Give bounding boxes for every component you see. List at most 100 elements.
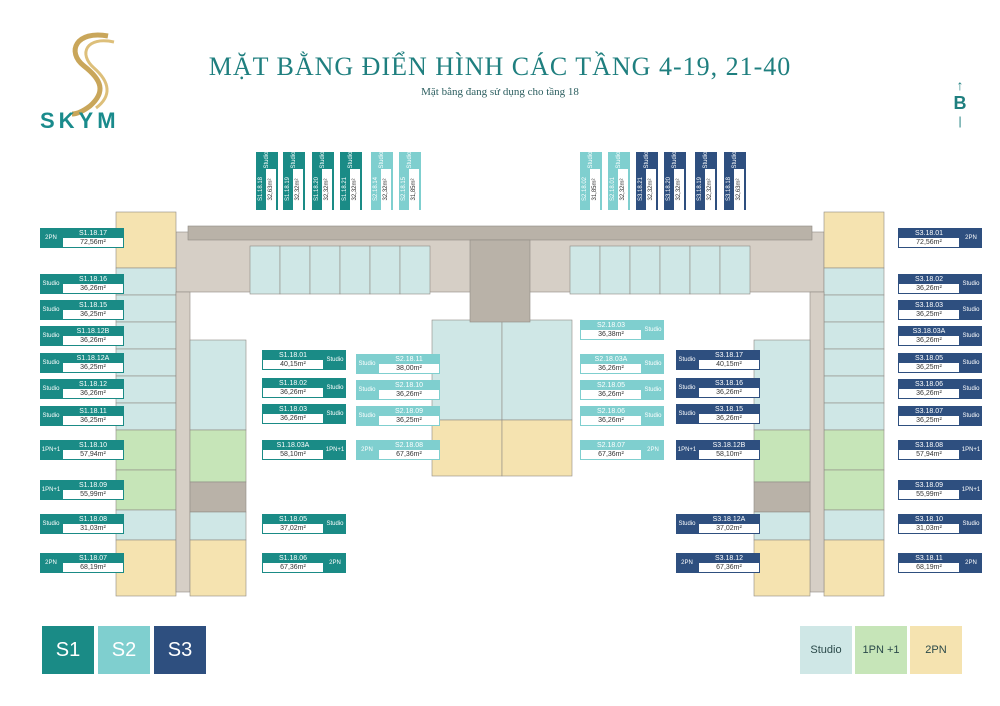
unit-area: 32,32m²	[618, 169, 628, 210]
unit-top-studio-s1s2	[279, 245, 311, 295]
unit-area: 58,10m²	[263, 450, 323, 459]
unit-area: 72,56m²	[63, 238, 123, 247]
unit-area: 36,26m²	[899, 389, 959, 398]
unit-area: 36,38m²	[581, 330, 641, 339]
unit-type: 2PN	[960, 553, 982, 573]
unit-s2-18-07	[501, 419, 573, 477]
unit-s3-inner-studios	[753, 339, 811, 431]
unit-area: 40,15m²	[699, 360, 759, 369]
unit-code: S1.18.19	[285, 176, 291, 202]
skym-logo-mark	[71, 32, 115, 117]
unit-code: S3.18.05	[914, 355, 944, 362]
unit-type: Studio	[356, 406, 378, 426]
unit-type: Studio	[407, 151, 413, 169]
unit-area: 36,26m²	[379, 390, 439, 399]
unit-code: S3.18.07	[914, 408, 944, 415]
unit-area: 36,25m²	[63, 310, 123, 319]
unit-area: 32,32m²	[705, 169, 715, 210]
north-arrow-icon: ↑	[956, 77, 964, 93]
unit-top-studio-s1s2	[339, 245, 371, 295]
unit-area: 57,94m²	[63, 450, 123, 459]
unit-code: S3.18.03	[914, 302, 944, 309]
unit-code: S1.18.18	[258, 176, 264, 202]
unit-type: Studio	[588, 151, 594, 169]
unit-s1-18-05	[189, 511, 247, 541]
unit-type: Studio	[732, 151, 738, 169]
unit-area: 55,99m²	[63, 490, 123, 499]
unit-type: Studio	[324, 350, 346, 370]
unit-code: S1.18.01	[278, 352, 308, 359]
unit-area: 32,32m²	[381, 169, 391, 210]
unit-code: S1.18.09	[78, 482, 108, 489]
unit-type: 2PN	[356, 440, 378, 460]
legend-tower-s2: S2	[98, 626, 150, 674]
unit-code: S1.18.15	[78, 302, 108, 309]
unit-area: 37,02m²	[699, 524, 759, 533]
unit-type: Studio	[324, 404, 346, 424]
unit-code: S3.18.19	[697, 176, 703, 202]
unit-code: S3.18.10	[914, 516, 944, 523]
unit-area: 58,10m²	[699, 450, 759, 459]
floor-plan-shapes	[115, 211, 885, 597]
unit-area: 67,36m²	[699, 563, 759, 572]
unit-s1-left-studio	[115, 294, 177, 323]
unit-type: Studio	[291, 151, 297, 169]
unit-code: S1.18.07	[78, 555, 108, 562]
